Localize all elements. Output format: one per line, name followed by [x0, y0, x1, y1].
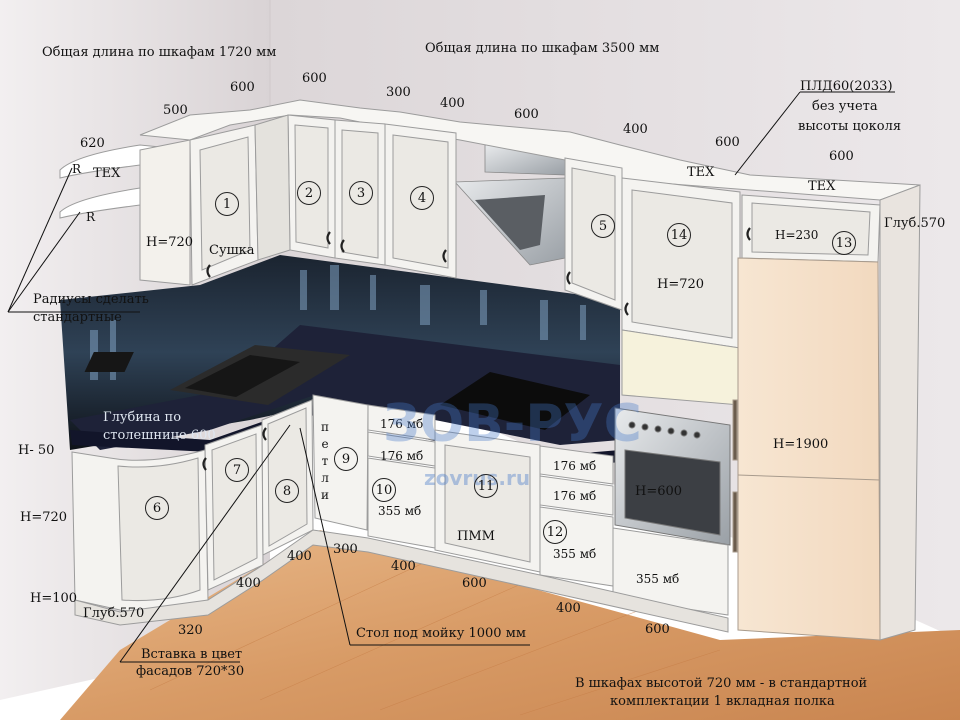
petli-label: петли [318, 420, 332, 505]
drawer-label-176-3: 176 мб [553, 459, 597, 473]
drawer-label-355-3: 355 мб [636, 572, 680, 586]
dim-bottom-600b: 600 [645, 622, 670, 637]
height-1900: Н=1900 [773, 437, 829, 452]
height-50: Н- 50 [18, 443, 55, 458]
cabinet-number-13: 13 [832, 231, 856, 255]
height-oven-600: Н=600 [635, 484, 683, 499]
depth-570-left: Глуб.570 [83, 606, 145, 621]
cabinet-number-14: 14 [667, 223, 691, 247]
shelf-note-line2: комплектации 1 вкладная полка [610, 694, 835, 709]
radii-note-line2: стандартные [33, 310, 122, 325]
dim-bottom-400d: 400 [556, 601, 581, 616]
dim-bottom-300: 300 [333, 542, 358, 557]
dim-top-600b: 600 [302, 71, 327, 86]
pmm-label: ПММ [457, 529, 495, 544]
dim-top-600e: 600 [829, 149, 854, 164]
dim-top-600a: 600 [230, 80, 255, 95]
cabinet-number-11: 11 [474, 474, 498, 498]
dim-bottom-400a: 400 [236, 576, 261, 591]
sink [84, 345, 350, 405]
tabletop-depth-note: Глубина по [103, 410, 182, 425]
radii-note: Радиусы сделать [33, 292, 149, 307]
left-total-length: Общая длина по шкафам 1720 мм [42, 45, 277, 60]
height-tall-720: Н=720 [657, 277, 705, 292]
drawer-176-4[interactable] [539, 475, 614, 516]
cabinet-number-10: 10 [372, 478, 396, 502]
cabinet-number-7: 7 [225, 458, 249, 482]
depth-570-right: Глуб.570 [884, 216, 946, 231]
drawer-label-355-2: 355 мб [553, 547, 597, 561]
sink-table-note: Стол под мойку 1000 мм [356, 626, 526, 641]
tex-shelf-label: ТЕХ [93, 166, 121, 181]
cabinet-number-12: 12 [543, 520, 567, 544]
tex-label-2: ТЕХ [808, 179, 836, 194]
dim-bottom-400c: 400 [391, 559, 416, 574]
drawer-label-176-1: 176 мб [380, 417, 424, 431]
open-shelves [59, 139, 191, 286]
height-base-720: Н=720 [20, 510, 68, 525]
pld-note-line2: без учета [812, 99, 878, 114]
dim-top-600c: 600 [514, 107, 539, 122]
radius-label-2: R [86, 210, 96, 224]
cabinet-number-6: 6 [145, 496, 169, 520]
cabinet-number-2: 2 [297, 181, 321, 205]
drawer-label-176-4: 176 мб [553, 489, 597, 503]
pld-note-line3: высоты цоколя [798, 119, 902, 134]
height-upper-720: Н=720 [146, 235, 194, 250]
cabinet-number-1: 1 [215, 192, 239, 216]
drawer-label-355-1: 355 мб [378, 504, 422, 518]
wood-floor [60, 530, 960, 720]
insert-note-line2: фасадов 720*30 [136, 664, 245, 679]
cooktop [440, 372, 590, 430]
dim-top-300: 300 [386, 85, 411, 100]
cabinet-number-3: 3 [349, 181, 373, 205]
height-plinth-100: Н=100 [30, 591, 78, 606]
sushka-label: Сушка [209, 243, 255, 258]
drawer-176-3[interactable] [539, 445, 614, 485]
height-230: Н=230 [775, 228, 819, 242]
pld-note: ПЛД60(2033) [800, 79, 893, 94]
tabletop-depth-note-line2: столешнице 600 [103, 428, 216, 443]
radius-label-1: R [72, 162, 82, 176]
dim-top-600d: 600 [715, 135, 740, 150]
dim-top-400a: 400 [440, 96, 465, 111]
insert-note: Вставка в цвет [141, 647, 243, 662]
drawer-label-176-2: 176 мб [380, 449, 424, 463]
shelf-note: В шкафах высотой 720 мм - в стандартной [575, 676, 868, 691]
watermark-brand: ЗОВ-РУС [383, 394, 642, 454]
dim-bottom-600a: 600 [462, 576, 487, 591]
oven [614, 407, 731, 546]
dim-bottom-320: 320 [178, 623, 203, 638]
cabinet-number-4: 4 [410, 186, 434, 210]
cabinet-number-9: 9 [334, 447, 358, 471]
dim-top-400b: 400 [623, 122, 648, 137]
refrigerator [732, 257, 881, 641]
dim-top-500: 500 [163, 103, 188, 118]
dim-top-620: 620 [80, 136, 105, 151]
tex-label-1: ТЕХ [687, 165, 715, 180]
annotation-lines [7, 91, 895, 663]
cabinet-number-8: 8 [275, 479, 299, 503]
countertop [70, 325, 620, 450]
drawer-355-oven[interactable] [612, 527, 729, 616]
cabinet-number-5: 5 [591, 214, 615, 238]
dim-bottom-400b: 400 [287, 549, 312, 564]
right-total-length: Общая длина по шкафам 3500 мм [425, 41, 660, 56]
